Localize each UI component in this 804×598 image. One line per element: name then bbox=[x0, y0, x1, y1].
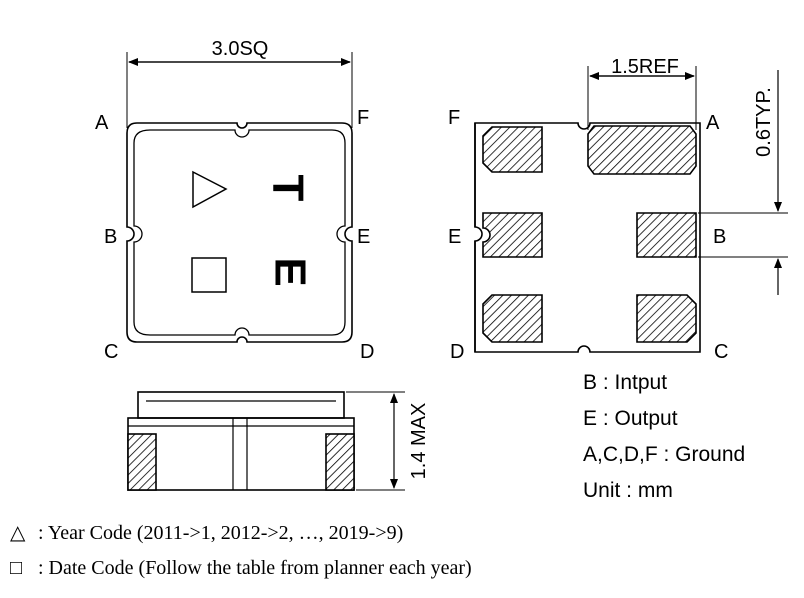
date-code-text: : Date Code (Follow the table from plann… bbox=[38, 557, 472, 579]
legend-ground: A,C,D,F : Ground bbox=[583, 443, 746, 466]
year-code-text: : Year Code (2011->1, 2012->2, …, 2019->… bbox=[38, 522, 404, 544]
top-pin-c: C bbox=[104, 341, 118, 363]
side-pad-right bbox=[325, 433, 355, 491]
bottom-pin-a: A bbox=[706, 112, 720, 134]
top-body-outline bbox=[126, 122, 353, 343]
top-dimension-label: 3.0SQ bbox=[212, 38, 269, 60]
year-code-triangle-icon bbox=[192, 170, 228, 209]
year-code-legend: △ : Year Code (2011->1, 2012->2, …, 2019-… bbox=[10, 520, 403, 545]
pad-d bbox=[482, 294, 543, 343]
mark-t: T bbox=[264, 175, 313, 202]
bottom-ref-dimension: 1.5REF bbox=[611, 56, 679, 78]
pad-e bbox=[482, 212, 543, 258]
side-height-dimension: 1.4 MAX bbox=[408, 403, 430, 480]
top-body-inner bbox=[133, 129, 346, 336]
bottom-pin-d: D bbox=[450, 341, 464, 363]
date-code-square-icon bbox=[191, 257, 227, 293]
bottom-view bbox=[474, 66, 788, 353]
bottom-body-outline bbox=[474, 122, 701, 353]
pad-f bbox=[482, 126, 543, 173]
bottom-pin-e: E bbox=[448, 226, 461, 248]
bottom-pin-b: B bbox=[713, 226, 726, 248]
triangle-icon: △ bbox=[10, 522, 26, 544]
top-pin-d: D bbox=[360, 341, 374, 363]
side-pad-left bbox=[127, 433, 157, 491]
top-pin-b: B bbox=[104, 226, 117, 248]
legend-input: B : Intput bbox=[583, 371, 668, 394]
legend-output: E : Output bbox=[583, 407, 678, 430]
pad-c bbox=[636, 294, 697, 343]
bottom-typ-dimension: 0.6TYP. bbox=[753, 87, 775, 157]
legend-unit: Unit : mm bbox=[583, 479, 673, 502]
top-pin-e: E bbox=[357, 226, 370, 248]
square-icon: □ bbox=[10, 557, 23, 579]
bottom-pin-c: C bbox=[714, 341, 728, 363]
mark-e: E bbox=[266, 257, 315, 286]
pad-b bbox=[636, 212, 697, 258]
bottom-pin-f: F bbox=[448, 107, 460, 129]
pad-a bbox=[587, 125, 697, 175]
top-pin-a: A bbox=[95, 112, 109, 134]
top-pin-f: F bbox=[357, 107, 369, 129]
date-code-legend: □ : Date Code (Follow the table from plan… bbox=[10, 557, 472, 580]
top-view bbox=[126, 52, 353, 343]
side-view bbox=[127, 391, 405, 491]
